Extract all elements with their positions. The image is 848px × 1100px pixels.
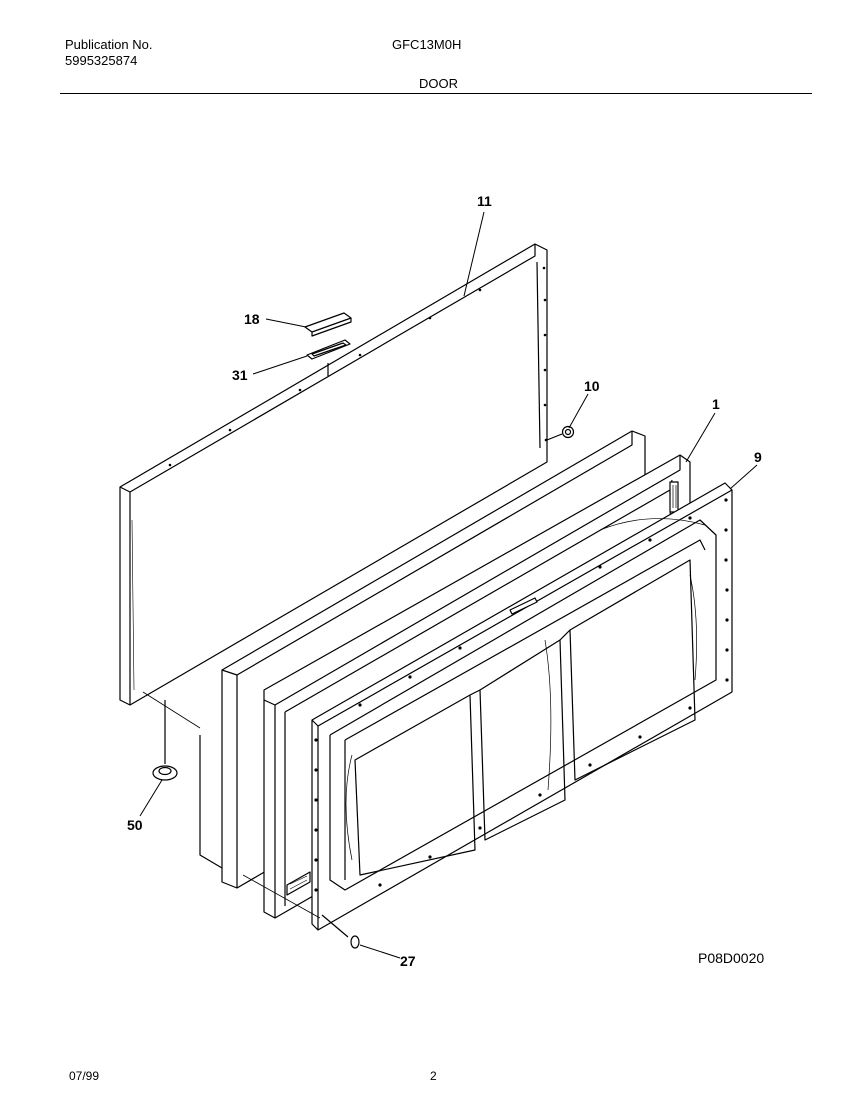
door-liner xyxy=(311,482,733,931)
hinge-part xyxy=(142,691,201,781)
callout-18: 18 xyxy=(244,311,260,327)
outer-door-panel xyxy=(119,243,548,706)
publication-label: Publication No. xyxy=(65,37,153,52)
callout-10: 10 xyxy=(584,378,600,394)
publication-number: 5995325874 xyxy=(65,53,138,68)
callout-27: 27 xyxy=(400,953,416,969)
callout-11: 11 xyxy=(477,193,492,209)
footer-date: 07/99 xyxy=(69,1069,100,1083)
callout-1: 1 xyxy=(712,396,720,412)
screw-part xyxy=(242,874,360,949)
callout-9: 9 xyxy=(754,449,762,465)
handle-part xyxy=(304,312,352,376)
callout-50: 50 xyxy=(127,817,143,833)
drawing-code: P08D0020 xyxy=(698,950,765,966)
page-number: 2 xyxy=(430,1069,437,1083)
section-title: DOOR xyxy=(419,76,458,91)
leader-lines xyxy=(139,211,758,959)
header-rule xyxy=(60,93,812,94)
model-number: GFC13M0H xyxy=(392,37,462,52)
bumper-part xyxy=(546,425,575,441)
callout-31: 31 xyxy=(232,367,248,383)
